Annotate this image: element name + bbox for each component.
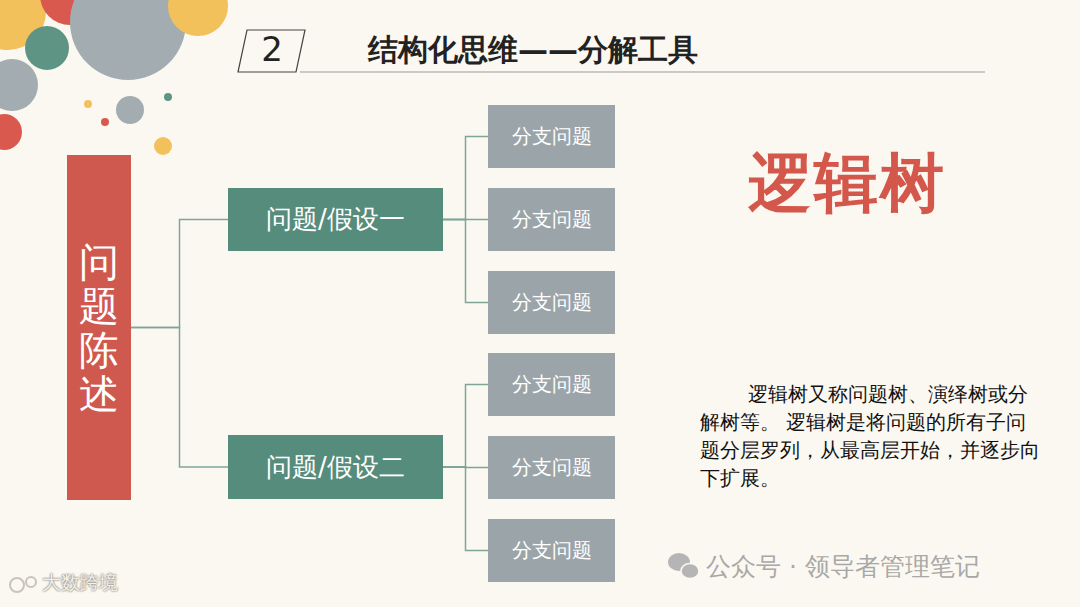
deco-circle [0,114,22,150]
deco-circle [0,59,38,111]
description: 逻辑树又称问题树、演绎树或分解树等。 逻辑树是将问题的所有子问题分层罗列，从最高… [700,380,1045,492]
tree-connector [443,137,488,220]
node-text: 问题陈述 [79,240,119,416]
node-text: 分支问题 [512,123,592,150]
slide-title: 结构化思维——分解工具 [368,30,698,71]
watermark-icon [10,577,36,592]
deco-circle [84,100,92,108]
node-text: 分支问题 [512,206,592,233]
deco-circle [25,26,69,70]
branch-box: 分支问题 [488,188,615,251]
branch-box: 分支问题 [488,271,615,334]
branch-box: 分支问题 [488,353,615,416]
watermark: 公众号 · 领导者管理笔记 [706,550,980,583]
node-text: 分支问题 [512,289,592,316]
deco-circle [168,0,228,36]
branch-box: 分支问题 [488,105,615,168]
root-box: 问题陈述 [67,155,131,500]
number-frame [238,30,305,72]
topic-heading: 逻辑树 [748,140,946,227]
node-text: 分支问题 [512,371,592,398]
section-number: 2 [247,29,297,69]
deco-circle [70,0,186,80]
deco-circle [154,137,172,155]
tree-connector [131,220,228,328]
tree-connector [443,467,488,551]
wechat-icon [668,553,699,579]
deco-circle [116,96,144,124]
node-text: 分支问题 [512,537,592,564]
deco-circle [101,118,109,126]
deco-circle [164,93,172,101]
branch-box: 分支问题 [488,436,615,499]
node-text: 问题/假设二 [266,450,405,485]
hypothesis-box: 问题/假设二 [228,435,443,499]
node-text: 分支问题 [512,454,592,481]
hypothesis-box: 问题/假设一 [228,188,443,251]
node-text: 问题/假设一 [266,202,405,237]
tree-connector [443,220,488,303]
branch-box: 分支问题 [488,519,615,582]
watermark: 大数跨境 [42,570,118,596]
tree-connector [131,328,228,468]
tree-connector [443,385,488,468]
header-rule [300,72,985,73]
